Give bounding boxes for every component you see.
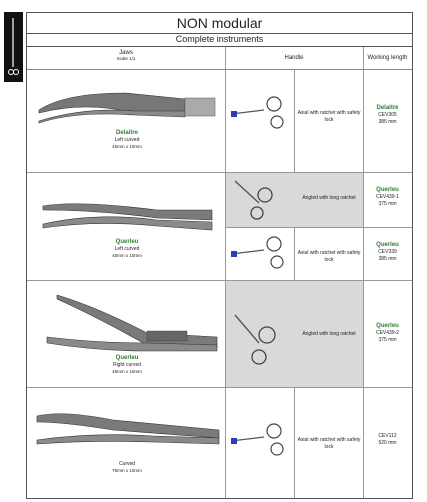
page-title: NON modular bbox=[26, 12, 413, 34]
jaw-desc: Curved bbox=[118, 461, 136, 467]
jaw-name: Querleu bbox=[115, 239, 139, 245]
jaw-image-querleu-right bbox=[46, 294, 218, 352]
row-divider bbox=[27, 387, 412, 388]
jaw-size: 75mm x 10mm bbox=[112, 468, 142, 473]
working-length: 385 mm bbox=[378, 256, 397, 262]
handle-desc: Axial with ratchet with safety lock bbox=[297, 437, 361, 450]
jaw-image-delaitre bbox=[38, 92, 216, 124]
handle-bg bbox=[226, 281, 363, 387]
product-ref: CEV439-2 bbox=[375, 330, 400, 336]
handle-desc: Angled with long ratchet bbox=[302, 331, 356, 337]
handle-image-angled bbox=[234, 314, 276, 365]
page-subtitle: Complete instruments bbox=[26, 33, 413, 47]
jaw-image-querleu-left bbox=[42, 203, 213, 231]
scale-label: Scale 1/1 bbox=[116, 56, 136, 61]
jaw-desc: Right curved bbox=[112, 362, 142, 368]
jaw-name: Querleu bbox=[115, 355, 139, 361]
jaws-header: Jaws Scale 1/1 bbox=[27, 47, 225, 70]
jaw-desc: Left curved bbox=[114, 137, 140, 143]
working-length: 375 mm bbox=[378, 337, 397, 343]
row4-jaw-info: Curved 75mm x 10mm bbox=[77, 461, 177, 474]
jaw-size: 45mm x 10mm bbox=[112, 144, 142, 149]
handle-image-angled bbox=[234, 180, 273, 220]
row4-length-info: CEV112 520 mm bbox=[364, 433, 411, 447]
row3-length-info: Querleu CEV439-2 375 mm bbox=[364, 323, 411, 344]
handle-image-axial bbox=[230, 423, 284, 456]
handle-header: Handle bbox=[225, 47, 363, 70]
handle-image-axial bbox=[230, 236, 284, 269]
row-divider bbox=[225, 227, 412, 228]
row3-jaw-info: Querleu Right curved 45mm x 10mm bbox=[77, 355, 177, 375]
jaw-image-curved-long bbox=[36, 413, 220, 445]
scissors-icon bbox=[8, 18, 19, 75]
row-divider bbox=[27, 172, 412, 173]
jaw-size: 45mm x 10mm bbox=[112, 253, 142, 258]
working-length: 375 mm bbox=[378, 201, 397, 207]
instrument-table: Jaws Scale 1/1 Handle Working length Del… bbox=[26, 47, 413, 499]
column-divider bbox=[225, 47, 226, 498]
handle-desc: Axial with ratchet with safety lock bbox=[297, 110, 361, 123]
handle-desc: Angled with long ratchet bbox=[302, 195, 356, 201]
product-ref: CEV305 bbox=[378, 112, 397, 118]
row2b-length-info: Querleu CEV339 385 mm bbox=[364, 242, 411, 263]
product-ref: CEV112 bbox=[378, 433, 397, 439]
row1-length-info: Delaitre CEV305 385 mm bbox=[364, 105, 411, 126]
length-name: Delaitre bbox=[376, 105, 399, 111]
length-name: Querleu bbox=[376, 242, 399, 248]
length-name: Querleu bbox=[376, 187, 399, 193]
jaw-name: Delaitre bbox=[115, 130, 138, 136]
working-length: 385 mm bbox=[378, 119, 397, 125]
column-divider bbox=[363, 47, 364, 498]
jaws-label: Jaws bbox=[119, 50, 133, 56]
jaw-desc: Left curved bbox=[114, 246, 140, 252]
side-tab bbox=[4, 12, 23, 82]
row-divider bbox=[27, 280, 412, 281]
jaw-size: 45mm x 10mm bbox=[112, 369, 142, 374]
row2-length-info: Querleu CEV439-1 375 mm bbox=[364, 187, 411, 208]
handle-image-axial bbox=[230, 96, 284, 129]
product-ref: CEV439-1 bbox=[375, 194, 400, 200]
row2-jaw-info: Querleu Left curved 45mm x 10mm bbox=[77, 239, 177, 259]
product-ref: CEV339 bbox=[378, 249, 397, 255]
row1-jaw-info: Delaitre Left curved 45mm x 10mm bbox=[77, 130, 177, 150]
handle-bg bbox=[226, 173, 363, 227]
working-length: 520 mm bbox=[378, 440, 397, 446]
handle-desc: Axial with ratchet with safety lock bbox=[297, 250, 361, 263]
length-name: Querleu bbox=[376, 323, 399, 329]
length-header: Working length bbox=[363, 47, 412, 70]
